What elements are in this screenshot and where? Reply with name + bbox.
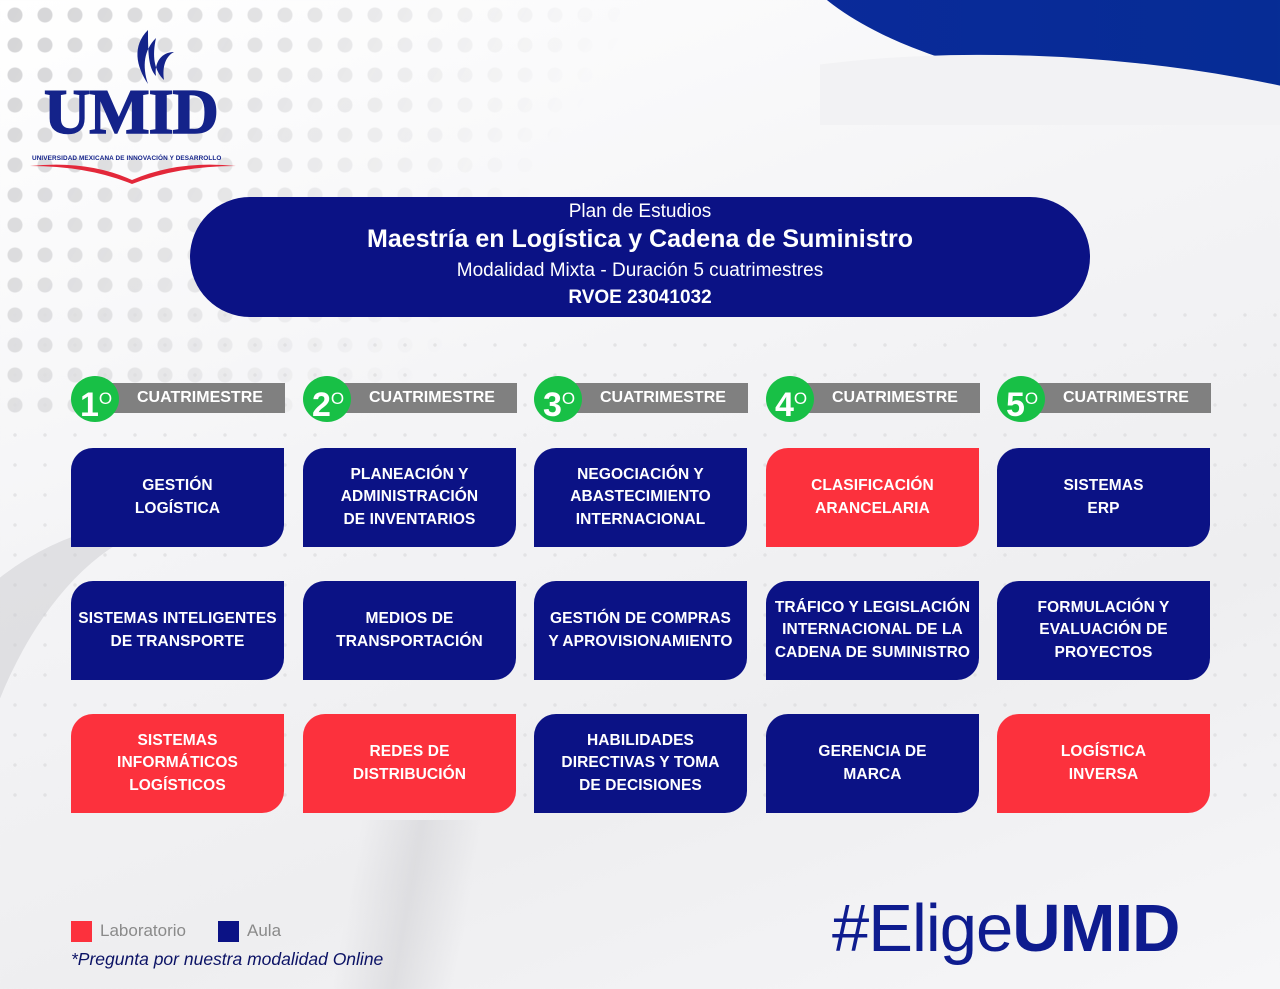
course-card: MEDIOS DE TRANSPORTACIÓN: [303, 581, 516, 680]
corner-brand-shape: [820, 0, 1280, 125]
hashtag-prefix: #Elige: [832, 891, 1013, 966]
course-card: GESTIÓN LOGÍSTICA: [71, 448, 284, 547]
course-card: NEGOCIACIÓN Y ABASTECIMIENTO INTERNACION…: [534, 448, 747, 547]
course-card: SISTEMAS ERP: [997, 448, 1210, 547]
logo-subtitle: UNIVERSIDAD MEXICANA DE INNOVACIÓN Y DES…: [32, 155, 222, 162]
term-number-badge: 1O: [71, 376, 119, 424]
aula-swatch: [218, 920, 240, 942]
term-header: CUATRIMESTRE 3O: [534, 376, 748, 424]
course-card: LOGÍSTICA INVERSA: [997, 714, 1210, 813]
term-column-2: CUATRIMESTRE 2O PLANEACIÓN Y ADMINISTRAC…: [303, 376, 517, 813]
flame-icon: [137, 30, 174, 84]
lab-legend-label: Laboratorio: [100, 921, 187, 940]
umid-logo: UMID UNIVERSIDAD MEXICANA DE INNOVACIÓN …: [28, 22, 238, 184]
term-number-badge: 4O: [766, 376, 814, 424]
term-column-1: CUATRIMESTRE 1O GESTIÓN LOGÍSTICA SISTEM…: [71, 376, 285, 813]
term-header: CUATRIMESTRE 2O: [303, 376, 517, 424]
term-column-4: CUATRIMESTRE 4O CLASIFICACIÓN ARANCELARI…: [766, 376, 980, 813]
book-swoosh-icon: [30, 164, 236, 184]
term-column-3: CUATRIMESTRE 3O NEGOCIACIÓN Y ABASTECIMI…: [534, 376, 748, 813]
course-card: GESTIÓN DE COMPRAS Y APROVISIONAMIENTO: [534, 581, 747, 680]
term-header: CUATRIMESTRE 5O: [997, 376, 1211, 424]
program-rvoe: RVOE 23041032: [568, 287, 712, 308]
course-card: TRÁFICO Y LEGISLACIÓN INTERNACIONAL DE L…: [766, 581, 979, 680]
term-header: CUATRIMESTRE 4O: [766, 376, 980, 424]
lab-swatch: [71, 920, 92, 942]
course-card: SISTEMAS INFORMÁTICOS LOGÍSTICOS: [71, 714, 284, 813]
legend: Laboratorio Aula: [71, 920, 313, 942]
program-modality: Modalidad Mixta - Duración 5 cuatrimestr…: [456, 260, 824, 281]
term-label: CUATRIMESTRE: [572, 383, 748, 413]
course-card: REDES DE DISTRIBUCIÓN: [303, 714, 516, 813]
program-header: Plan de Estudios Maestría en Logística y…: [190, 197, 1090, 317]
term-number-badge: 2O: [303, 376, 351, 424]
logo-wordmark: UMID: [43, 76, 219, 147]
term-header: CUATRIMESTRE 1O: [71, 376, 285, 424]
course-card: PLANEACIÓN Y ADMINISTRACIÓN DE INVENTARI…: [303, 448, 516, 547]
course-card: FORMULACIÓN Y EVALUACIÓN DE PROYECTOS: [997, 581, 1210, 680]
term-number-badge: 5O: [997, 376, 1045, 424]
term-label: CUATRIMESTRE: [341, 383, 517, 413]
term-label: CUATRIMESTRE: [1035, 383, 1211, 413]
term-label: CUATRIMESTRE: [109, 383, 285, 413]
course-card: GERENCIA DE MARCA: [766, 714, 979, 813]
program-title: Maestría en Logística y Cadena de Sumini…: [367, 225, 913, 253]
hashtag-slogan: #EligeUMID: [832, 895, 1180, 962]
plan-eyebrow: Plan de Estudios: [568, 201, 712, 222]
term-column-5: CUATRIMESTRE 5O SISTEMAS ERP FORMULACIÓN…: [997, 376, 1211, 813]
term-label: CUATRIMESTRE: [804, 383, 980, 413]
aula-legend-label: Aula: [247, 921, 282, 940]
hashtag-brand: UMID: [1012, 891, 1180, 966]
online-note: *Pregunta por nuestra modalidad Online: [71, 949, 384, 969]
course-card: CLASIFICACIÓN ARANCELARIA: [766, 448, 979, 547]
course-card: HABILIDADES DIRECTIVAS Y TOMA DE DECISIO…: [534, 714, 747, 813]
background-swoosh-bottom: [240, 820, 600, 989]
term-number-badge: 3O: [534, 376, 582, 424]
course-card: SISTEMAS INTELIGENTES DE TRANSPORTE: [71, 581, 284, 680]
